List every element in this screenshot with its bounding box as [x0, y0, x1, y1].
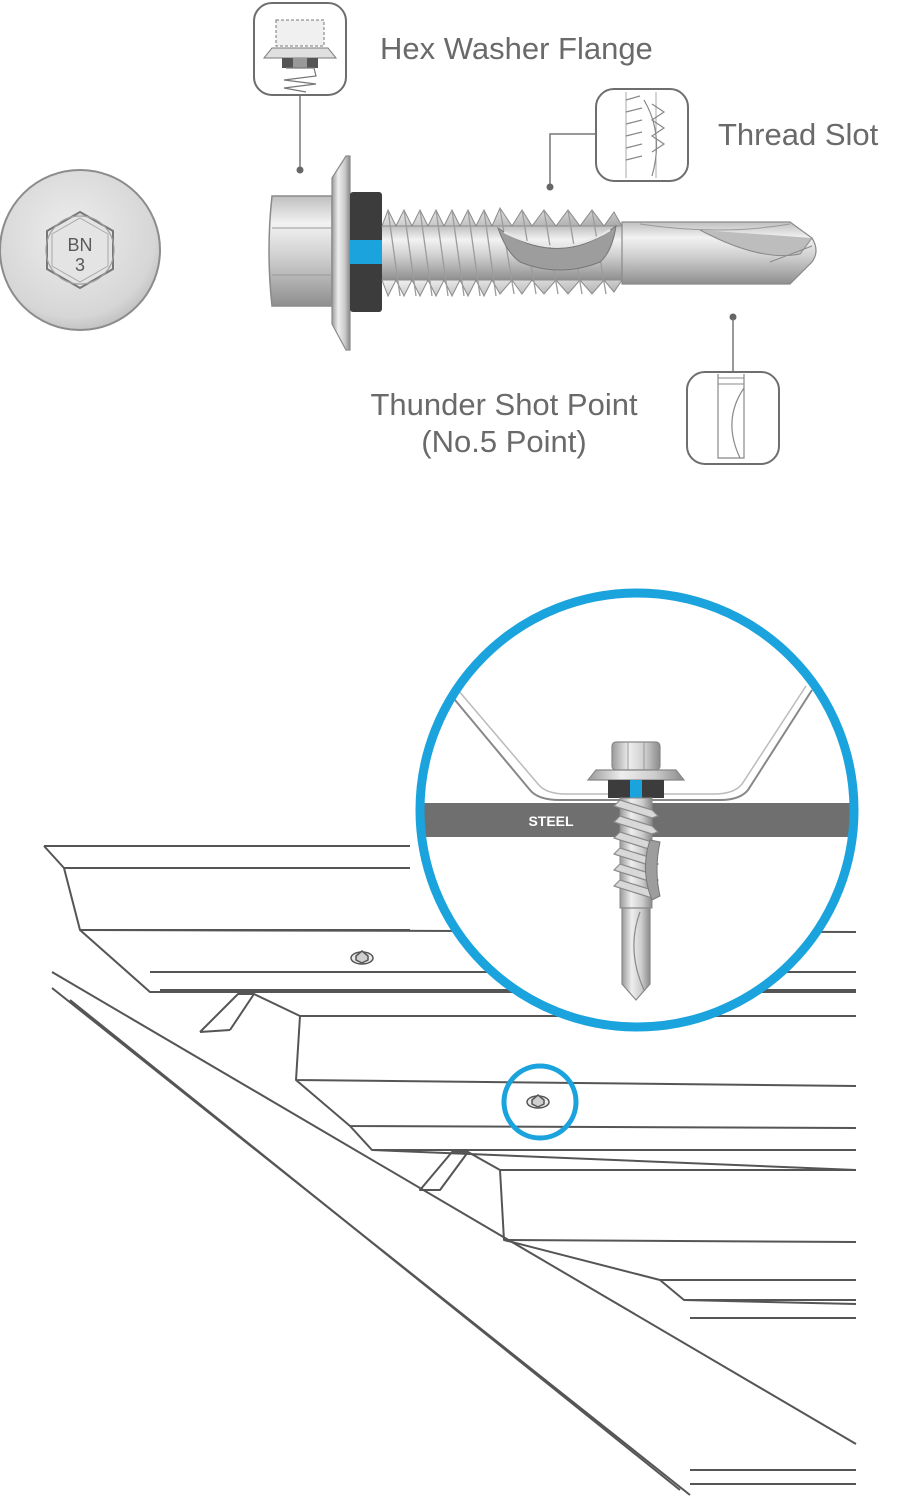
callout-hex-washer-flange: Hex Washer Flange — [253, 2, 653, 174]
callout-thunder-shot-point: Thunder Shot Point (No.5 Point) — [370, 313, 780, 465]
label-point-type: (No.5 Point) — [421, 424, 586, 459]
hex-head — [268, 195, 333, 307]
head-marking-brand: BN — [67, 235, 92, 255]
hex-head-outline — [46, 210, 114, 290]
drill-flute — [699, 229, 813, 257]
label-point-name: Thunder Shot Point — [370, 387, 638, 422]
detail-screw — [586, 741, 686, 1001]
highlight-ring — [501, 1063, 579, 1141]
thread-slot — [497, 224, 617, 271]
magnifier-ring — [415, 588, 859, 1032]
rafter-edge — [51, 971, 857, 1445]
leader-dot — [296, 166, 304, 174]
leader-dot — [729, 313, 737, 321]
washer-flange — [331, 155, 351, 351]
roof-screw-1 — [350, 950, 374, 965]
blue-seal-ring — [350, 240, 382, 264]
roof-screw-2 — [526, 1094, 550, 1109]
leader-dot — [546, 183, 554, 191]
leader-line — [549, 133, 596, 186]
label-hex-washer-flange: Hex Washer Flange — [380, 31, 653, 66]
screw-head-top-view: BN 3 — [0, 169, 161, 331]
magnified-detail: STEEL — [415, 588, 859, 1032]
label-thread-slot: Thread Slot — [718, 117, 879, 152]
screw-side-view — [268, 155, 817, 351]
thread-teeth-bottom — [381, 278, 623, 298]
head-marking-size: 3 — [75, 255, 85, 275]
callout-thread-slot: Thread Slot — [546, 88, 879, 191]
steel-label: STEEL — [528, 813, 574, 829]
point-detail-box — [686, 371, 780, 465]
thread-slot-detail-box — [595, 88, 689, 182]
